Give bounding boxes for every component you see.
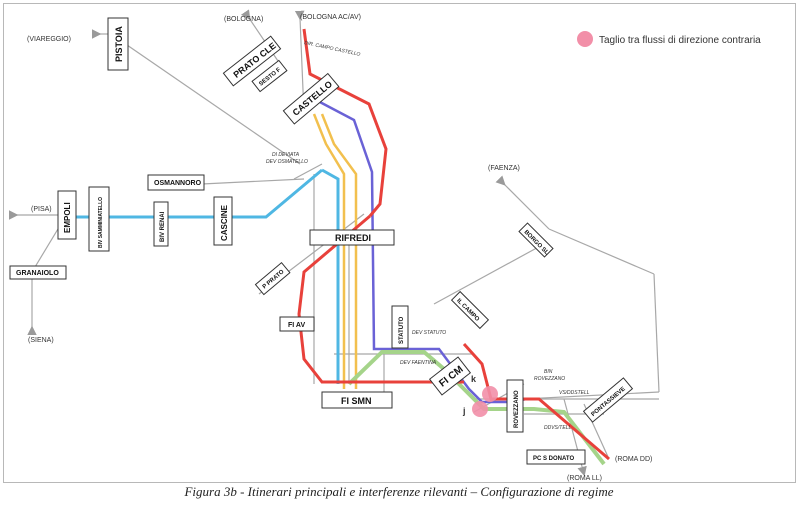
svg-text:BIV SAMMINIATELLO: BIV SAMMINIATELLO	[98, 197, 104, 248]
station-osmannoro: OSMANNORO	[147, 174, 205, 191]
station-samminiatello: BIV SAMMINIATELLO	[88, 186, 110, 252]
svg-text:CASTELLO: CASTELLO	[291, 79, 335, 118]
dir-faenza: (FAENZA)	[488, 165, 520, 172]
dir-bologna-ac: (BOLOGNA AC/AV)	[300, 14, 361, 21]
note-bivio-dd: DDVS/TELL	[544, 425, 571, 431]
svg-text:EMPOLI: EMPOLI	[63, 202, 72, 233]
rail-network-diagram: k j Taglio tra flussi di direzione contr…	[8, 9, 761, 482]
station-rovezzano: ROVEZZANO	[506, 379, 524, 433]
point-label-k: k	[471, 374, 477, 384]
itinerary-yellow	[312, 113, 358, 389]
legend-marker	[577, 31, 593, 47]
itinerary-green	[347, 350, 606, 466]
station-fiav: FI AV	[279, 316, 315, 332]
dir-bologna: (BOLOGNA)	[224, 16, 263, 23]
svg-text:STATUTO: STATUTO	[399, 316, 405, 344]
svg-text:FI AV: FI AV	[288, 322, 305, 329]
note-rovezzano: ROVEZZANO	[534, 376, 565, 382]
direction-labels: (BOLOGNA) (BOLOGNA AC/AV) (VIAREGGIO) (P…	[27, 14, 652, 482]
point-label-j: j	[462, 406, 466, 416]
station-cascine: CASCINE	[213, 196, 233, 246]
dir-siena: (SIENA)	[28, 337, 54, 344]
diagram-frame: k j Taglio tra flussi di direzione contr…	[3, 3, 796, 483]
station-granaiolo: GRANAIOLO	[9, 265, 67, 280]
svg-text:OSMANNORO: OSMANNORO	[154, 180, 202, 187]
svg-text:PC S DONATO: PC S DONATO	[533, 456, 574, 462]
station-fismn: FI SMN	[321, 391, 393, 409]
svg-text:BIV RENAI: BIV RENAI	[160, 211, 166, 242]
dir-roma-dd: (ROMA DD)	[615, 456, 652, 463]
svg-text:CASCINE: CASCINE	[220, 204, 229, 241]
svg-text:PISTOIA: PISTOIA	[114, 26, 124, 62]
station-rifredi: RIFREDI	[309, 229, 395, 246]
legend-label: Taglio tra flussi di direzione contraria	[599, 35, 761, 46]
dir-roma-ll: (ROMA LL)	[567, 475, 602, 482]
station-renai: BIV RENAI	[153, 201, 169, 247]
note-dev-faentina: DEV FAENTINA	[400, 360, 437, 366]
station-statuto: STATUTO	[391, 305, 409, 349]
conflict-point-k	[482, 386, 498, 402]
legend: Taglio tra flussi di direzione contraria	[577, 31, 761, 47]
conflict-point-j	[472, 401, 488, 417]
svg-text:RIFREDI: RIFREDI	[335, 233, 371, 243]
note-dev-osmatello: DEV OSMATELLO	[266, 159, 308, 165]
note-dev-statuto: DEV STATUTO	[412, 330, 446, 336]
note-dir-castello: DIR. CAMPO CASTELLO	[304, 40, 361, 58]
station-pprato: P PRATO	[254, 262, 291, 296]
station-campo: IL CAMPO	[450, 290, 490, 330]
dir-pisa: (PISA)	[31, 206, 52, 213]
svg-text:FI SMN: FI SMN	[341, 396, 372, 406]
station-pontassieve: PONTASSIEVE	[582, 377, 634, 423]
station-empoli: EMPOLI	[57, 190, 77, 240]
figure-caption: Figura 3b - Itinerari principali e inter…	[184, 484, 614, 499]
note-bivio-ll: VS/DDSTELL	[559, 390, 590, 396]
note-di-deviata: DI DEVIATA	[272, 152, 300, 158]
station-pcsdonato: PC S DONATO	[526, 449, 586, 465]
station-pistoia: PISTOIA	[107, 17, 129, 71]
note-bin: BIN	[544, 369, 553, 375]
dir-viareggio: (VIAREGGIO)	[27, 36, 71, 43]
station-castello: CASTELLO	[282, 72, 340, 125]
conflict-points: k j	[462, 374, 498, 417]
svg-text:ROVEZZANO: ROVEZZANO	[514, 390, 520, 428]
itinerary-cyan	[74, 168, 340, 384]
svg-text:GRANAIOLO: GRANAIOLO	[16, 270, 59, 277]
itinerary-blue	[315, 98, 527, 404]
stations: PISTOIA PRATO CLE SESTO F CASTELLO OSMAN…	[9, 17, 634, 465]
